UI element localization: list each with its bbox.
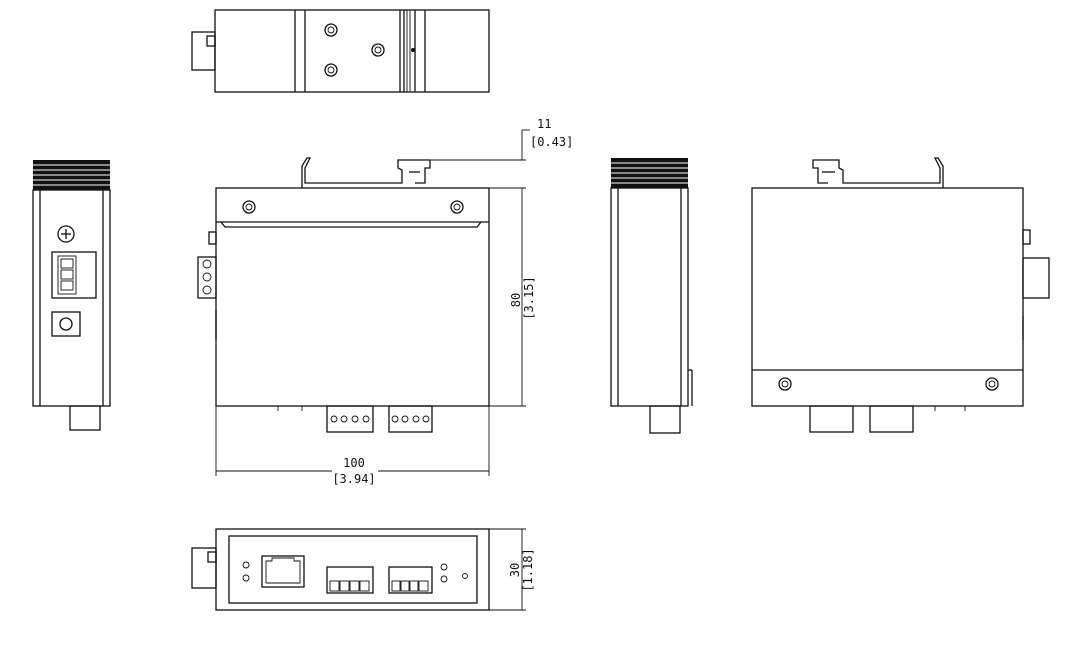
- dimension-lines: [215, 129, 530, 611]
- rail-offset-inch-label: [0.43]: [530, 135, 573, 149]
- depth-inch-label: [1.18]: [521, 548, 535, 591]
- rail-offset-mm-label: 11: [537, 117, 551, 131]
- left-side-view: [32, 160, 111, 431]
- panel-view: [191, 528, 490, 611]
- height-mm-label: 80: [509, 293, 523, 307]
- front-view: [197, 157, 490, 433]
- top-view: [191, 9, 490, 93]
- depth-mm-label: 30: [508, 563, 522, 577]
- right-side-view: [610, 158, 693, 434]
- width-mm-label: 100: [343, 456, 365, 470]
- height-inch-label: [3.15]: [522, 276, 536, 319]
- back-view: [751, 157, 1050, 433]
- width-inch-label: [3.94]: [332, 472, 375, 486]
